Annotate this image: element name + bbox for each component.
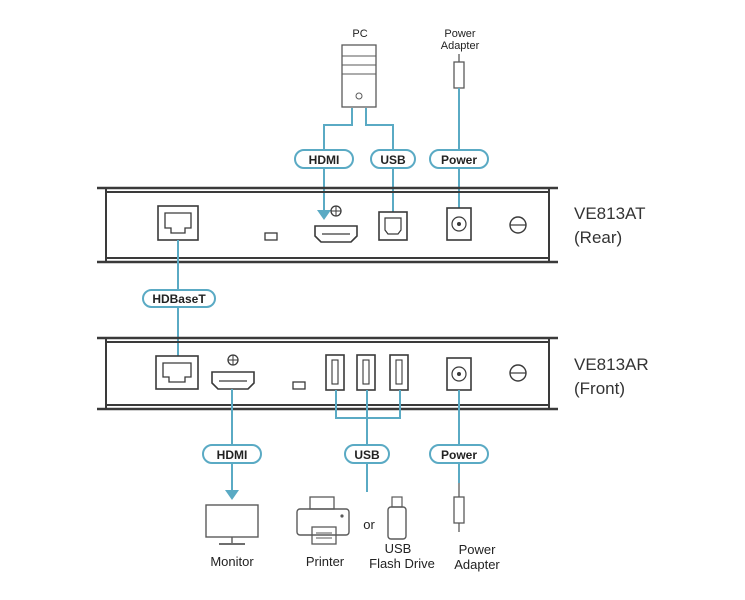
usb-b-port-top-icon [378, 211, 408, 241]
hdmi-arrow-bottom-icon [225, 490, 239, 500]
power-plug-bottom-icon [453, 483, 465, 532]
pc-tower-icon [341, 44, 377, 108]
power-adapter-top-label-2: Adapter [441, 40, 480, 52]
monitor-icon [205, 504, 259, 545]
reset-knob-top-icon [509, 216, 527, 234]
pill-bottom-hdmi: HDMI [202, 444, 262, 464]
pill-bottom-power: Power [429, 444, 489, 464]
printer-label: Printer [306, 554, 345, 569]
rj45-port-bottom-icon [155, 355, 199, 390]
ground-screw-bottom-icon [227, 354, 239, 366]
transmitter-panel [97, 186, 558, 264]
usb-flash-drive-icon [387, 496, 407, 540]
monitor-label: Monitor [210, 554, 254, 569]
dc-power-jack-bottom-icon [446, 357, 472, 391]
pc-hdmi-cable [323, 108, 353, 150]
usb-a-port-1-icon [325, 354, 345, 391]
power-plug-top-icon [453, 54, 465, 89]
svg-text:Power: Power [441, 153, 477, 167]
svg-text:HDMI: HDMI [217, 448, 248, 462]
top-model-label: VE813AT [574, 204, 646, 223]
rj45-port-top-icon [157, 205, 199, 241]
power-adapter-bottom-label-1: Power [459, 542, 497, 557]
ground-screw-top-icon [330, 205, 342, 217]
top-side-label: (Rear) [574, 228, 622, 247]
bottom-model-label: VE813AR [574, 355, 649, 374]
pill-hdbaset: HDBaseT [142, 289, 216, 308]
reset-knob-bottom-icon [509, 364, 527, 382]
usb-a-port-3-icon [389, 354, 409, 391]
pill-top-power: Power [429, 149, 489, 169]
pill-top-usb: USB [370, 149, 416, 169]
hdmi-port-top-icon [314, 225, 358, 243]
pill-bottom-usb: USB [344, 444, 390, 464]
micro-usb-port-bottom-icon [292, 381, 306, 390]
bottom-side-label: (Front) [574, 379, 625, 398]
pc-usb-cable [365, 108, 394, 150]
micro-usb-port-top-icon [264, 232, 278, 241]
svg-text:USB: USB [354, 448, 380, 462]
receiver-panel [97, 336, 558, 411]
or-label: or [363, 517, 375, 532]
hdmi-arrow-top-icon [317, 210, 331, 220]
power-adapter-bottom-label-2: Adapter [454, 557, 500, 572]
usb-a-port-2-icon [356, 354, 376, 391]
usb-flash-label-2: Flash Drive [369, 556, 435, 571]
svg-text:HDMI: HDMI [309, 153, 340, 167]
pc-label: PC [352, 28, 367, 40]
hdmi-port-bottom-icon [211, 371, 255, 390]
usb-hub-cable [335, 390, 401, 445]
power-adapter-top-label-1: Power [444, 28, 476, 40]
dc-power-jack-top-icon [446, 207, 472, 241]
svg-text:Power: Power [441, 448, 477, 462]
printer-icon [296, 496, 350, 545]
usb-flash-label-1: USB [385, 541, 412, 556]
svg-text:HDBaseT: HDBaseT [152, 292, 206, 306]
svg-text:USB: USB [380, 153, 406, 167]
pill-top-hdmi: HDMI [294, 149, 354, 169]
